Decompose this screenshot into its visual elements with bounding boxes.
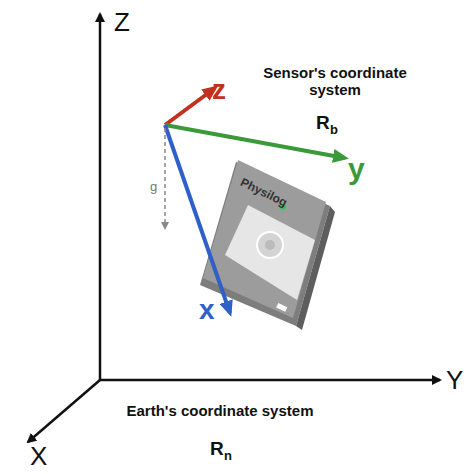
frame-symbol: R	[210, 438, 224, 460]
frame-subscript: n	[224, 449, 232, 464]
axis-label: Z	[114, 8, 130, 38]
frame-title: Earth's coordinate system	[80, 402, 360, 419]
earth-z-axis	[99, 14, 102, 380]
sensor-z-axis	[165, 88, 215, 125]
axis-label: y	[348, 152, 365, 187]
earth-y-axis	[100, 379, 440, 382]
frame-title: Sensor's coordinate system	[250, 64, 420, 99]
axis-label: x	[199, 294, 215, 326]
sensor-device	[200, 160, 335, 330]
axis-label: z	[212, 74, 226, 106]
frame-subscript: b	[330, 123, 338, 138]
gravity-label: g	[150, 180, 157, 195]
frame-symbol: R	[316, 112, 330, 134]
gravity-vector	[164, 128, 166, 228]
sensor-x-axis	[165, 125, 230, 313]
earth-x-axis	[28, 380, 100, 442]
axis-label: Y	[446, 366, 463, 396]
axis-label: X	[30, 442, 47, 472]
